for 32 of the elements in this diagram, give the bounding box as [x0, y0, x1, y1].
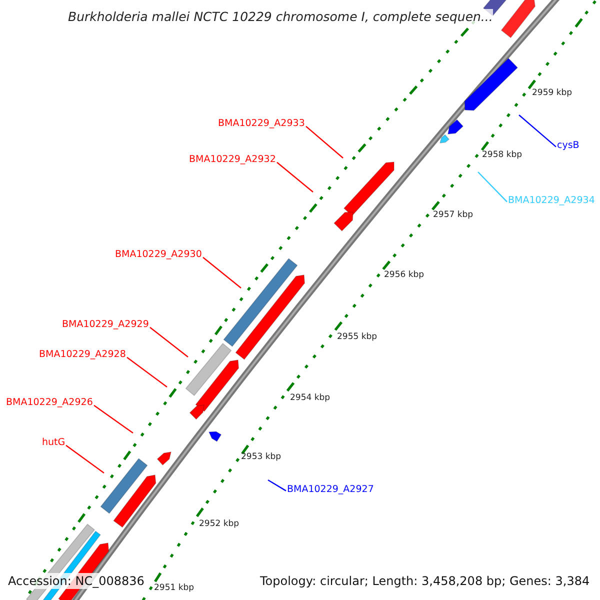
leader-line — [202, 256, 242, 288]
leader-line — [150, 326, 188, 358]
gene-label: BMA10229_A2928 — [39, 348, 126, 361]
leader-line — [66, 444, 104, 474]
gene-label: BMA10229_A2930 — [115, 248, 202, 261]
leader-line — [478, 172, 508, 202]
leader-line — [126, 356, 168, 388]
scale-label: 2954 kbp — [290, 393, 330, 404]
leader-line — [306, 126, 344, 158]
gene-label: BMA10229_A2934 — [508, 194, 595, 207]
gene-label: BMA10229_A2933 — [218, 117, 305, 130]
map-info-text: Accession: NC_008836 — [6, 573, 146, 589]
leader-line — [268, 479, 286, 492]
map-title: Burkholderia mallei NCTC 10229 chromosome I, complete sequen... — [68, 9, 493, 25]
scale-label: 2959 kbp — [532, 88, 572, 99]
gene-label: BMA10229_A2926 — [6, 396, 93, 409]
scale-label: 2951 kbp — [154, 583, 194, 594]
scale-label: 2957 kbp — [433, 210, 474, 221]
gene-label: BMA10229_A2932 — [189, 153, 276, 166]
leader-line — [94, 404, 134, 434]
gene-label: cysB — [557, 139, 580, 152]
gene-label: BMA10229_A2929 — [62, 318, 149, 331]
leader-line — [518, 114, 556, 148]
scale-label: 2952 kbp — [199, 519, 240, 530]
map-info-text: Topology: circular; Length: 3,458,208 bp; Genes: 3,384 — [258, 573, 592, 589]
scale-label: 2955 kbp — [337, 332, 378, 343]
scale-label: 2953 kbp — [241, 452, 282, 463]
gene-label: hutG — [42, 436, 66, 449]
leader-line — [276, 162, 314, 192]
scale-label: 2958 kbp — [482, 150, 522, 161]
gene-label: BMA10229_A2927 — [287, 483, 374, 496]
scale-label: 2956 kbp — [384, 270, 424, 281]
